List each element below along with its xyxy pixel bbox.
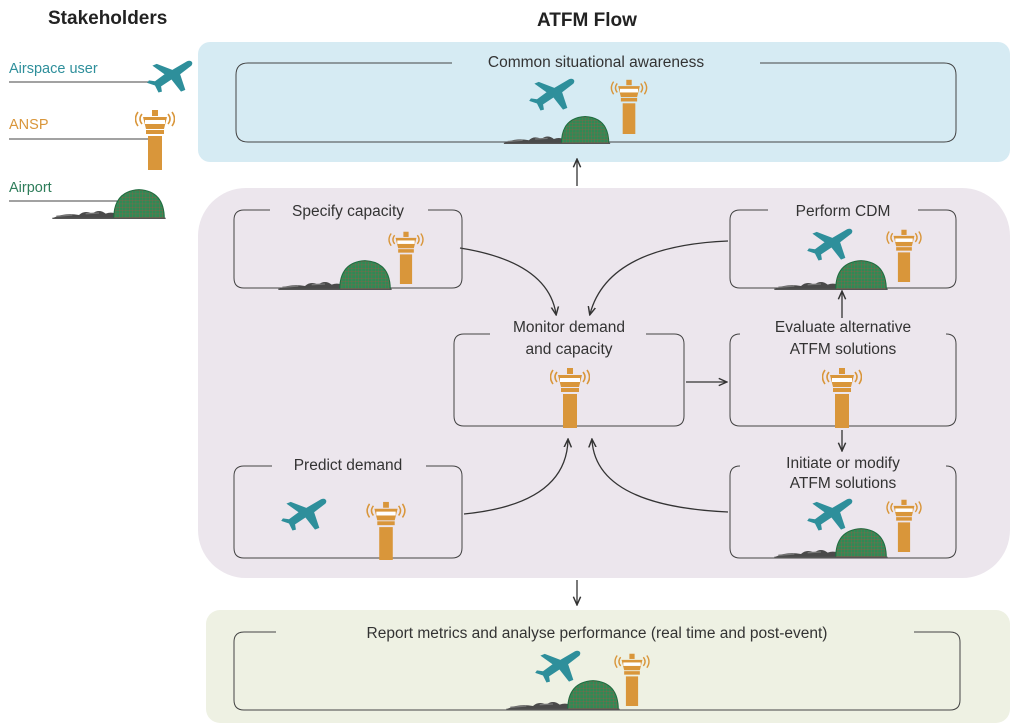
control-tower-icon	[886, 498, 922, 552]
legend-line-airport	[9, 200, 119, 202]
report-metrics-label: Report metrics and analyse performance (…	[366, 625, 828, 642]
arrow-initiate-to-monitor	[592, 440, 729, 513]
control-tower-icon	[550, 366, 590, 428]
initiate-modify-box: Initiate or modify ATFM solutions	[726, 450, 960, 562]
report-metrics-box: Report metrics and analyse performance (…	[230, 622, 964, 714]
predict-demand-label: Predict demand	[293, 457, 403, 474]
legend-line-ansp	[9, 138, 149, 140]
middle-band	[198, 188, 1010, 578]
airplane-icon	[524, 76, 576, 112]
initiate-modify-label-2: ATFM solutions	[789, 475, 897, 492]
legend-line-airspace-user	[9, 81, 159, 83]
legend-ansp-label: ANSP	[9, 117, 49, 133]
legend-airspace-user-label: Airspace user	[9, 61, 98, 77]
common-awareness-box: Common situational awareness	[232, 54, 960, 148]
predict-demand-box: Predict demand	[230, 452, 466, 562]
arrow-specify-to-monitor	[459, 247, 556, 314]
control-tower-icon	[822, 366, 862, 428]
airplane-icon	[802, 496, 854, 532]
control-tower-icon	[610, 78, 648, 134]
specify-capacity-box: Specify capacity	[230, 200, 466, 292]
control-tower-icon	[886, 228, 922, 282]
arrow-predict-to-monitor	[463, 440, 568, 515]
airplane-icon	[276, 496, 328, 532]
evaluate-alternative-label-1: Evaluate alternative	[774, 319, 912, 336]
monitor-demand-label-2: and capacity	[525, 341, 613, 358]
airplane-icon	[530, 648, 582, 684]
arrow-perform-to-monitor	[590, 240, 729, 314]
control-tower-icon	[614, 652, 650, 706]
monitor-demand-box: Monitor demand and capacity	[450, 316, 688, 430]
initiate-modify-label-1: Initiate or modify	[786, 455, 900, 472]
perform-cdm-box: Perform CDM	[726, 200, 960, 292]
stakeholders-heading: Stakeholders	[48, 8, 168, 29]
evaluate-alternative-box: Evaluate alternative ATFM solutions	[726, 316, 960, 430]
evaluate-alternative-label-2: ATFM solutions	[789, 341, 897, 358]
specify-capacity-label: Specify capacity	[292, 203, 404, 220]
airplane-icon	[802, 226, 854, 262]
monitor-demand-label-1: Monitor demand	[512, 319, 625, 336]
common-awareness-label: Common situational awareness	[487, 54, 705, 71]
control-tower-icon	[366, 500, 406, 560]
legend-airport-label: Airport	[9, 180, 52, 196]
control-tower-icon	[388, 230, 424, 284]
perform-cdm-label: Perform CDM	[795, 203, 891, 220]
atfm-flow-heading: ATFM Flow	[537, 10, 637, 31]
